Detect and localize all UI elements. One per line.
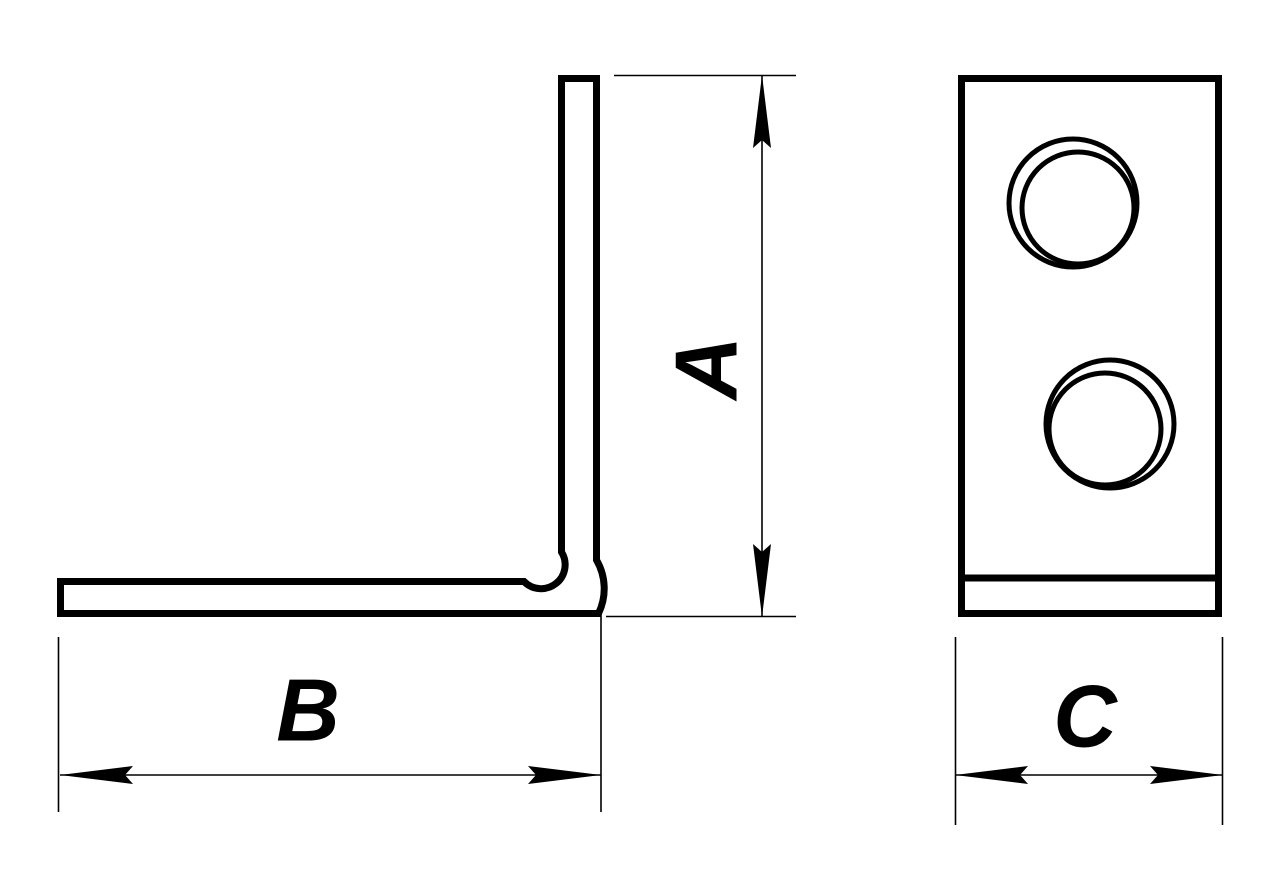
dimension-b-group: B <box>57 596 602 812</box>
lower-hole-inner-circle <box>1046 370 1164 488</box>
dimension-c-arrow-right <box>1150 766 1223 784</box>
dimension-a-label: A <box>657 336 756 402</box>
side-view-group <box>57 75 608 617</box>
dimension-c-label: C <box>1053 667 1118 766</box>
plate-outline <box>958 75 1222 617</box>
dimension-b-arrow-right <box>528 766 601 784</box>
dimension-b-label: B <box>276 661 340 760</box>
upper-hole-outer-circle <box>1006 136 1140 270</box>
dimension-c-group: C <box>954 637 1224 825</box>
dimension-a-arrow-top <box>753 75 771 148</box>
lower-hole-outer-circle <box>1043 357 1177 491</box>
upper-hole-inner-circle <box>1019 149 1137 267</box>
dimension-b-arrow-left <box>60 766 133 784</box>
front-view-group <box>958 75 1222 617</box>
dimension-a-arrow-bottom <box>753 544 771 617</box>
bracket-profile-outline <box>57 75 608 617</box>
dimension-a-group: A <box>606 74 796 618</box>
dimension-c-arrow-left <box>955 766 1028 784</box>
